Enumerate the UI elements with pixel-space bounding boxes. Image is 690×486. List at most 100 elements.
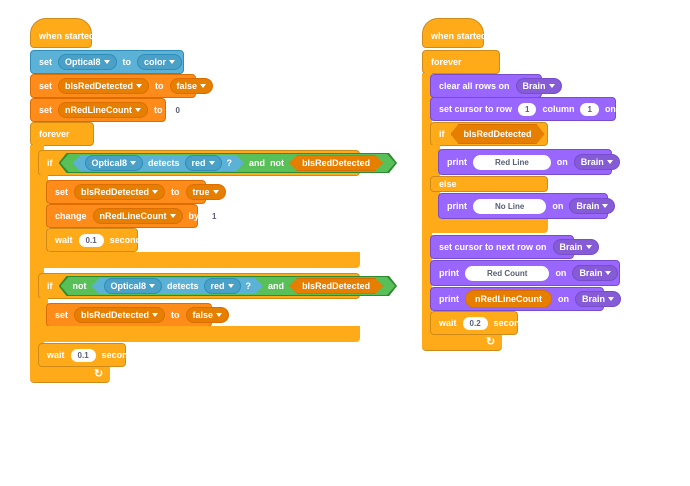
sensor-dropdown[interactable]: Optical8 [58,54,117,70]
block-label: on [558,294,569,304]
chevron-down-icon [605,271,612,275]
play-arrow-icon [621,201,629,211]
sensor-dropdown[interactable]: Optical8 [104,278,163,294]
block-label: not [270,158,285,168]
chevron-down-icon [135,108,142,112]
value-input[interactable]: 1 [205,209,224,223]
text-input[interactable]: Red Count [465,265,550,281]
variable-dropdown[interactable]: nRedLineCount [58,102,149,118]
text-input[interactable]: Red Line [473,154,551,170]
chevron-down-icon [149,284,155,288]
hat-label: when started [431,31,487,41]
print-block[interactable]: print Red Line on Brain [438,149,633,175]
block-label: wait [47,350,65,360]
set-variable-block[interactable]: set nRedLineCount to 0 [30,98,187,122]
wait-block[interactable]: wait 0.2 seconds [430,311,530,335]
and-operator[interactable]: not Optical8 detects red ? and bIsRedDet… [59,276,398,296]
boolean-dropdown[interactable]: false [169,78,214,94]
block-label: not [72,281,87,291]
variable-reporter[interactable]: bIsRedDetected [451,124,545,144]
forever-bottom [422,333,502,351]
chevron-down-icon [602,204,609,208]
block-label: clear all rows on [439,81,510,91]
chevron-down-icon [169,60,176,64]
block-label: if [439,129,445,139]
value-input[interactable]: 0 [168,103,187,117]
loop-arrow-icon: ↻ [486,336,496,348]
if-bottom [430,219,548,233]
block-label: detects [167,281,199,291]
forever-block[interactable]: forever [30,122,94,146]
block-label: set [39,57,53,67]
block-label: to [154,105,163,115]
block-label: set [39,81,53,91]
forever-block[interactable]: forever [422,50,500,74]
boolean-dropdown[interactable]: true [185,184,226,200]
variable-dropdown[interactable]: bIsRedDetected [74,307,166,323]
block-label: on Brain [604,104,642,114]
text-input[interactable]: No Line [473,198,547,214]
change-variable-block[interactable]: change nRedLineCount by 1 [46,204,224,228]
block-label: by [188,211,200,221]
block-label: set [55,187,69,197]
print-block[interactable]: print Red Count on Brain [430,260,632,286]
when-started-hat-block[interactable]: when started [30,18,95,48]
print-block[interactable]: print No Line on Brain [438,193,629,219]
forever-arm [422,73,432,335]
set-variable-block[interactable]: set bIsRedDetected to false [46,303,230,327]
mode-dropdown[interactable]: color [137,54,183,70]
variable-reporter[interactable]: bIsRedDetected [289,278,383,294]
variable-dropdown[interactable]: bIsRedDetected [74,184,166,200]
chevron-down-icon [152,313,159,317]
hat-label: when started [39,31,95,41]
block-label: if [47,281,53,291]
block-label: to [122,57,132,67]
set-cursor-block[interactable]: set cursor to row 1 column 1 on Brain [430,97,641,121]
value-input[interactable]: 0.2 [462,316,488,330]
set-variable-block[interactable]: set bIsRedDetected to true [46,180,226,204]
variable-dropdown[interactable]: nRedLineCount [92,208,183,224]
print-block[interactable]: print nRedLineCount on Brain [430,287,635,311]
boolean-dropdown[interactable]: false [185,307,230,323]
block-label: set cursor to row [439,104,513,114]
wait-block[interactable]: wait 0.1 seconds [46,228,146,252]
block-label: on [552,201,564,211]
color-dropdown[interactable]: red [204,278,241,294]
block-label: print [447,157,467,167]
chevron-down-icon [130,161,136,165]
if-then-block[interactable]: if not Optical8 detects red ? and bIsRed… [38,273,422,299]
wait-block[interactable]: wait 0.1 seconds [38,343,138,367]
block-label: then [403,281,423,291]
brain-dropdown[interactable]: Brain [569,198,616,214]
set-variable-block[interactable]: set bIsRedDetected to false [30,74,214,98]
block-label: then [550,129,570,139]
variable-dropdown[interactable]: bIsRedDetected [58,78,150,94]
value-input[interactable]: 0.1 [70,348,96,362]
brain-dropdown[interactable]: Brain [575,291,622,307]
value-input[interactable]: 0.1 [78,233,104,247]
clear-rows-block[interactable]: clear all rows on Brain [430,74,562,98]
brain-dropdown[interactable]: Brain [573,154,620,170]
column-input[interactable]: 1 [580,102,599,116]
if-arm [38,175,48,253]
brain-dropdown[interactable]: Brain [552,239,599,255]
sensor-dropdown[interactable]: Optical8 [85,155,144,171]
chevron-down-icon [548,84,555,88]
if-else-block[interactable]: if bIsRedDetected then [430,122,570,146]
color-dropdown[interactable]: red [185,155,222,171]
brain-dropdown[interactable]: Brain [515,78,562,94]
chevron-down-icon [608,297,615,301]
block-label: print [439,268,459,278]
variable-reporter[interactable]: nRedLineCount [465,290,552,308]
set-optical-mode-block[interactable]: set Optical8 to color mode [30,50,212,74]
brain-dropdown[interactable]: Brain [572,265,619,281]
and-operator[interactable]: Optical8 detects red ? and not bIsRedDet… [59,153,398,173]
block-label: set [55,310,69,320]
if-then-block[interactable]: if Optical8 detects red ? and not bIsRed… [38,150,422,176]
variable-reporter[interactable]: bIsRedDetected [289,155,383,171]
next-row-block[interactable]: set cursor to next row on Brain [430,235,599,259]
detects-color-reporter[interactable]: Optical8 detects red ? [73,155,245,171]
row-input[interactable]: 1 [518,102,537,116]
when-started-hat-block[interactable]: when started [422,18,487,48]
detects-color-reporter[interactable]: Optical8 detects red ? [92,278,264,294]
